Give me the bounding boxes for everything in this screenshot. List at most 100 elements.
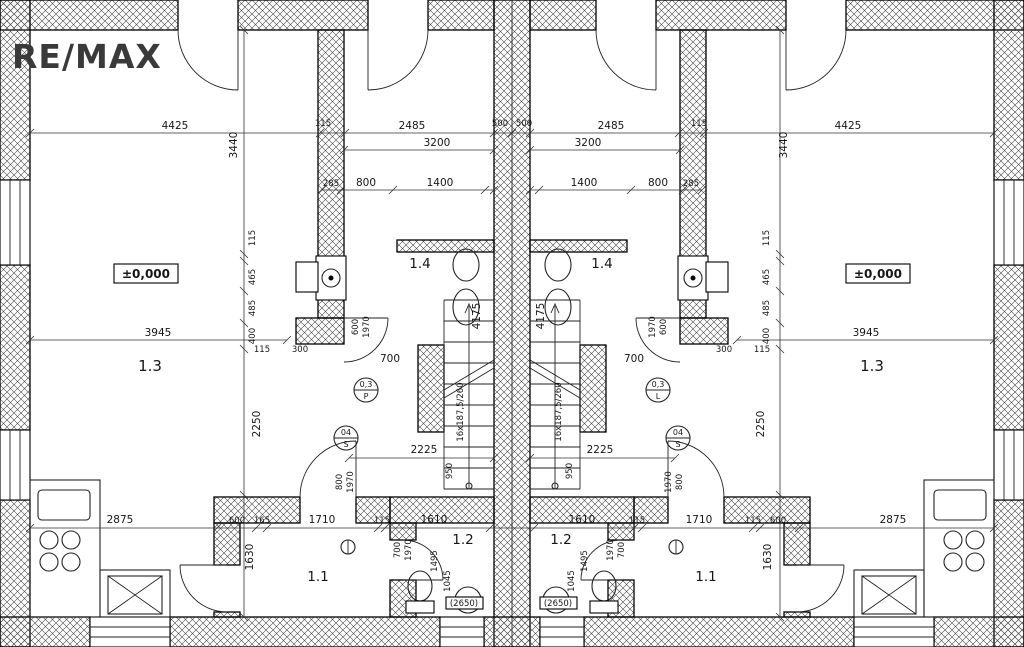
bathroom-wall	[389, 496, 495, 524]
room-label-left-top: 1.4	[409, 256, 430, 272]
doors	[177, 29, 847, 613]
dim-1400-r: 1400	[571, 177, 598, 189]
washbasin-icon	[452, 248, 480, 282]
dim-top-4425-l: 4425	[162, 120, 189, 132]
dim-1710-r: 1710	[686, 514, 713, 526]
stove-burner-icon	[61, 530, 81, 550]
dim-4175-l: 4175	[471, 303, 483, 330]
window	[0, 429, 31, 501]
door-swing	[796, 564, 845, 613]
dim-3440-l: 3440	[228, 132, 240, 159]
wall-segment	[0, 264, 31, 431]
room-label-left-bath: 1.2	[452, 532, 473, 548]
dim-115-lb: 115	[374, 516, 390, 526]
stove-burner-icon	[965, 552, 985, 572]
dim-800-l: 800	[356, 177, 376, 189]
level-label-left: ±0,000	[122, 267, 170, 281]
door-size: 800	[335, 474, 345, 490]
dimension-lines	[25, 25, 999, 622]
flues	[295, 255, 729, 301]
dim-300-l: 300	[292, 345, 308, 355]
stove-burner-icon	[943, 530, 963, 550]
room-labels: 1.3 1.3 1.4 1.4 1.1 1.1 1.2 1.2	[138, 256, 884, 585]
stair-arrow-icon	[550, 302, 560, 314]
dim-1710-l: 1710	[309, 514, 336, 526]
door-size: 1970	[606, 539, 616, 561]
toilet-icon	[452, 288, 480, 326]
interior-wall	[679, 317, 729, 345]
door-size: 700	[393, 542, 403, 558]
kitchen-counter	[853, 569, 925, 618]
bathroom-wall	[607, 579, 635, 618]
boiler-label-box	[445, 596, 484, 610]
window	[539, 616, 585, 647]
door-swing	[179, 564, 228, 613]
wall-segment	[993, 264, 1024, 431]
door-size: 800	[675, 474, 685, 490]
dim-400-r: 400	[762, 328, 772, 344]
wall-segment	[933, 616, 1024, 647]
dim-1495-r: 1495	[580, 550, 590, 572]
bathroom-wall	[389, 522, 417, 541]
dim-115-lv: 115	[248, 230, 258, 246]
dim-top-115-r: 115	[691, 119, 707, 129]
dim-top-2485-l: 2485	[399, 120, 426, 132]
dim-115-rv: 115	[762, 230, 772, 246]
dim-115-rb2: 115	[745, 516, 761, 526]
floor-tag-right-bottom: S	[675, 440, 680, 449]
dim-2650-r: (2650)	[544, 599, 572, 609]
stair-wall	[579, 344, 607, 433]
flue-icon	[683, 268, 703, 288]
dim-1495-l: 1495	[430, 550, 440, 572]
dim-2875-r: 2875	[880, 514, 907, 526]
door-swing	[595, 29, 657, 91]
dim-800-r: 800	[648, 177, 668, 189]
flue-dot	[328, 275, 334, 281]
stair-start-dot	[465, 482, 473, 490]
appliance-icon	[861, 575, 917, 615]
stove-burner-icon	[965, 530, 985, 550]
window	[993, 179, 1024, 266]
door-swing	[299, 440, 357, 498]
stove-burner-icon	[943, 552, 963, 572]
room-label-right-top: 1.4	[591, 256, 612, 272]
dim-950-l: 950	[445, 463, 455, 479]
dim-485-l: 485	[248, 300, 258, 316]
dim-285-r: 285	[683, 179, 699, 189]
kitchen-counter	[29, 479, 101, 618]
interior-wall	[213, 611, 241, 618]
flue-icon	[321, 268, 341, 288]
floor-tag-left-top: 04	[341, 428, 351, 437]
dim-top-500-l: 500	[492, 119, 508, 129]
stair-start-dot	[551, 482, 559, 490]
stair-label-left: 16x187,5/260	[456, 382, 466, 441]
dim-1045-r: 1045	[567, 570, 577, 592]
door-swing	[402, 539, 444, 581]
kitchen-counter	[99, 569, 171, 618]
kitchen-counter	[923, 479, 995, 618]
dim-2250-l: 2250	[251, 411, 263, 438]
dim-3945-r: 3945	[853, 327, 880, 339]
dim-950-r: 950	[565, 463, 575, 479]
washbasin-icon	[544, 248, 572, 282]
door-size: 600	[351, 319, 361, 335]
appliance-icon	[107, 575, 163, 615]
dim-top-4425-r: 4425	[835, 120, 862, 132]
door-tag-left-bottom: P	[364, 392, 369, 401]
door-size: 1970	[404, 539, 414, 561]
dim-115-rm: 115	[754, 345, 770, 355]
interior-wall	[213, 522, 241, 566]
dim-1610-r: 1610	[569, 514, 596, 526]
dim-3945-l: 3945	[145, 327, 172, 339]
level-box	[113, 263, 179, 284]
room-label-right-main: 1.3	[860, 357, 884, 375]
door-size: 1970	[346, 471, 356, 493]
circle-tags: 0,3 P 0,3 L 04 S 04 S	[333, 377, 691, 451]
door-swing	[667, 440, 725, 498]
wall-segment	[427, 0, 495, 31]
dim-3440-r: 3440	[778, 132, 790, 159]
interior-wall	[723, 496, 811, 524]
